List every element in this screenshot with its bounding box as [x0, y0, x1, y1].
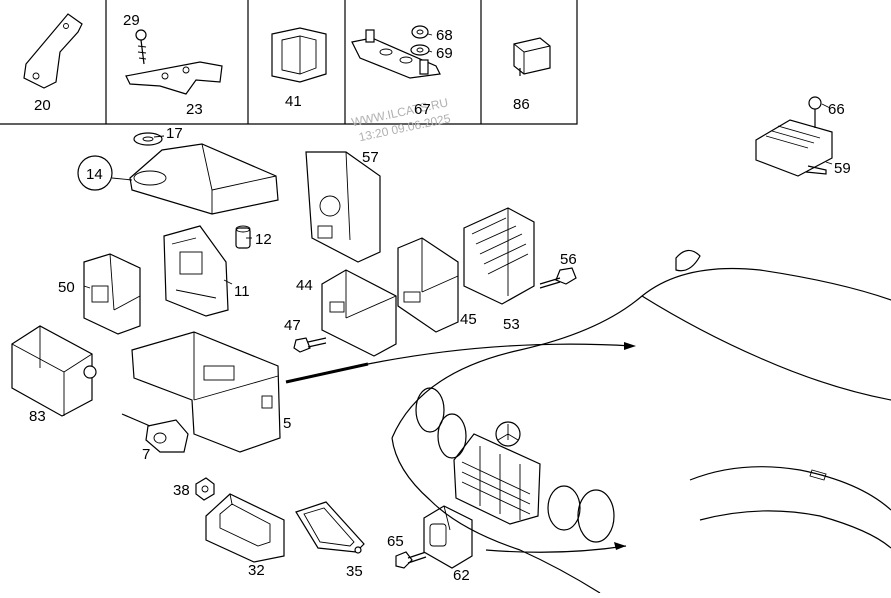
- part-14-cover[interactable]: [129, 143, 279, 215]
- label-7[interactable]: 7: [142, 446, 150, 463]
- part-50-module[interactable]: [83, 253, 141, 335]
- part-86-relay[interactable]: [513, 37, 551, 76]
- part-45-control-unit[interactable]: [397, 237, 459, 333]
- part-20-bracket[interactable]: [23, 13, 83, 89]
- part-11-board[interactable]: [163, 225, 229, 317]
- label-14[interactable]: 14: [86, 166, 103, 183]
- label-57[interactable]: 57: [362, 149, 379, 166]
- label-66[interactable]: 66: [828, 101, 845, 118]
- label-83[interactable]: 83: [29, 408, 46, 425]
- part-69-washer[interactable]: [410, 44, 430, 56]
- part-12-plug[interactable]: [235, 225, 251, 249]
- label-47[interactable]: 47: [284, 317, 301, 334]
- label-65[interactable]: 65: [387, 533, 404, 550]
- label-45[interactable]: 45: [460, 311, 477, 328]
- label-32[interactable]: 32: [248, 562, 265, 579]
- leader-arrow-5: [285, 362, 369, 384]
- part-38-nut[interactable]: [195, 477, 215, 501]
- part-5-fuse-box[interactable]: [131, 331, 281, 453]
- inset-frame: [0, 0, 578, 125]
- part-23-bracket[interactable]: [125, 61, 223, 95]
- arrow-head-62: [614, 542, 626, 550]
- part-labels: 20 29 23 41 68 69 67 86 66 59 17 14 57 1…: [29, 12, 851, 584]
- label-29[interactable]: 29: [123, 12, 140, 29]
- part-68-nut[interactable]: [411, 25, 429, 39]
- part-17-cap[interactable]: [133, 132, 163, 146]
- part-53-module[interactable]: [463, 207, 535, 305]
- part-41-grommet[interactable]: [271, 27, 327, 83]
- part-59-module[interactable]: [755, 119, 833, 177]
- label-11[interactable]: 11: [234, 283, 250, 300]
- part-83-module[interactable]: [11, 325, 97, 417]
- callout-leaders: [83, 33, 833, 289]
- leader-arrow-62: [485, 545, 627, 553]
- leader-arrow-top: [367, 343, 633, 365]
- label-41[interactable]: 41: [285, 93, 302, 110]
- label-53[interactable]: 53: [503, 316, 520, 333]
- label-86[interactable]: 86: [513, 96, 530, 113]
- label-20[interactable]: 20: [34, 97, 51, 114]
- label-56[interactable]: 56: [560, 251, 577, 268]
- part-65-bolt[interactable]: [395, 551, 427, 569]
- part-35-gasket[interactable]: [295, 501, 365, 554]
- label-12[interactable]: 12: [255, 231, 272, 248]
- car-front-outline: [391, 249, 891, 594]
- label-38[interactable]: 38: [173, 482, 190, 499]
- part-29-screw[interactable]: [135, 29, 147, 65]
- label-50[interactable]: 50: [58, 279, 75, 296]
- callout-circle: [77, 155, 113, 191]
- label-59[interactable]: 59: [834, 160, 851, 177]
- part-62-switch-unit[interactable]: [423, 505, 473, 569]
- label-44[interactable]: 44: [296, 277, 313, 294]
- label-62[interactable]: 62: [453, 567, 470, 584]
- part-44-control-unit[interactable]: [321, 269, 397, 357]
- part-56-bolt[interactable]: [539, 267, 577, 289]
- label-5[interactable]: 5: [283, 415, 291, 432]
- label-67[interactable]: 67: [414, 101, 431, 118]
- part-32-housing[interactable]: [205, 493, 285, 563]
- part-57-bracket[interactable]: [305, 151, 381, 263]
- label-17[interactable]: 17: [166, 125, 183, 142]
- part-66-screw[interactable]: [808, 96, 822, 128]
- label-68[interactable]: 68: [436, 27, 453, 44]
- label-35[interactable]: 35: [346, 563, 363, 580]
- label-23[interactable]: 23: [186, 101, 203, 118]
- part-67-bracket[interactable]: [351, 29, 441, 79]
- part-7-switch[interactable]: [121, 413, 189, 453]
- arrow-head-top: [624, 342, 636, 350]
- watermark: WWW.ILCATS.RU 13:20 09.06.2025: [350, 95, 452, 144]
- part-47-bolt[interactable]: [293, 337, 327, 353]
- label-69[interactable]: 69: [436, 45, 453, 62]
